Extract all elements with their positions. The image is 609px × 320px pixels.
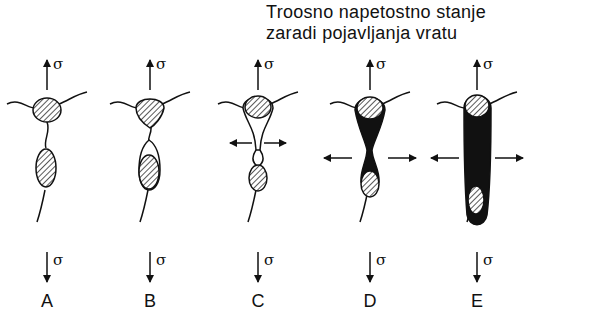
stress-arrow (431, 157, 459, 159)
stress-arrow (495, 157, 523, 159)
grain-boundary (37, 190, 45, 222)
grain-boundary (248, 190, 256, 222)
stress-arrow (149, 60, 151, 90)
stress-symbol: σ (156, 252, 166, 269)
necking-void (355, 98, 385, 182)
stress-symbol: σ (376, 56, 386, 73)
stress-arrow (476, 252, 478, 282)
stress-arrow (388, 157, 416, 159)
stress-symbol: σ (53, 252, 63, 269)
grain-boundary (382, 92, 410, 104)
stress-symbol: σ (483, 56, 493, 73)
stress-arrow (476, 60, 478, 90)
coalesced-void (464, 96, 491, 225)
grain-boundary (59, 92, 87, 104)
stress-arrow (264, 142, 286, 144)
stress-arrow (257, 252, 259, 282)
grain-boundary (45, 122, 48, 148)
stress-symbol: σ (53, 56, 63, 73)
inclusion (139, 155, 159, 189)
void (139, 140, 160, 190)
stress-arrow (46, 252, 48, 282)
grain-boundary (7, 102, 35, 108)
inclusion (357, 97, 383, 119)
stage-letter: C (252, 292, 265, 312)
grain-boundary (330, 102, 358, 108)
stress-state-note: Troosno napetostno stanje zaradi pojavlj… (266, 2, 528, 43)
inclusion (465, 95, 489, 117)
grain-boundary (110, 102, 138, 108)
stage-letter: B (144, 292, 156, 312)
inclusion (361, 171, 379, 197)
grain-boundary (489, 92, 517, 104)
inclusion (249, 165, 267, 191)
stress-symbol: σ (264, 56, 274, 73)
stress-arrow (369, 60, 371, 90)
grain-boundary (437, 102, 465, 108)
stage-letter: E (471, 292, 483, 312)
inclusion (136, 99, 164, 128)
stage-letter: A (41, 292, 53, 312)
grain-boundary (162, 92, 190, 104)
stress-symbol: σ (483, 252, 493, 269)
grain-boundary (140, 190, 148, 222)
inclusion (33, 98, 61, 122)
grain-boundary (218, 102, 246, 108)
stress-arrow (230, 142, 252, 144)
grain-boundary (270, 92, 298, 104)
inclusion (468, 186, 484, 214)
stress-symbol: σ (264, 252, 274, 269)
stress-arrow (257, 60, 259, 90)
stress-arrow (369, 252, 371, 282)
inclusion (245, 96, 271, 118)
stress-arrow (46, 60, 48, 90)
stage-letter: D (364, 292, 377, 312)
inclusion (36, 149, 56, 187)
stress-symbol: σ (156, 56, 166, 73)
stress-symbol: σ (376, 252, 386, 269)
stress-arrow (149, 252, 151, 282)
void-edge (253, 150, 263, 166)
stress-arrow (324, 157, 352, 159)
